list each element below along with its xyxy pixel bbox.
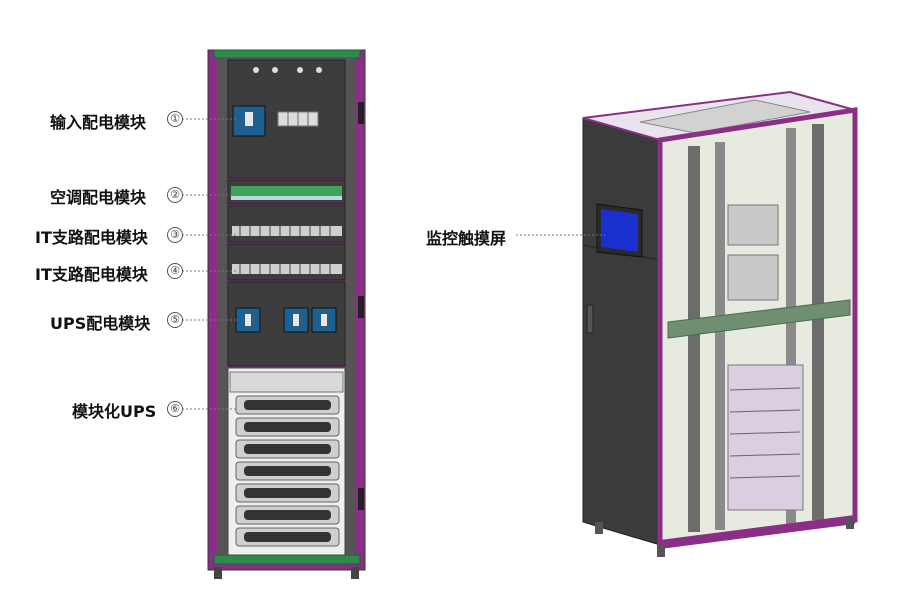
right-cabinet-top-cover <box>639 99 811 134</box>
rack-rail <box>715 142 725 530</box>
callout-label-modular-ups: 模块化UPS <box>72 402 157 421</box>
callout-label-it-branch-2: IT支路配电模块 <box>35 265 148 284</box>
ac-breaker-row-base <box>231 196 342 200</box>
ups-breaker-handle <box>293 314 299 326</box>
internal-component <box>727 204 779 246</box>
left-cabinet-inner-column-left <box>218 58 228 555</box>
left-cabinet-foot-right <box>351 567 359 579</box>
right-cabinet-foot <box>846 517 854 529</box>
left-cabinet-hinge <box>358 296 364 318</box>
callout-label-input-distribution: 输入配电模块 <box>50 113 147 132</box>
callout-label-ups-distribution: UPS配电模块 <box>50 314 151 333</box>
left-cabinet-hinge <box>358 102 364 124</box>
rack-rail <box>688 146 700 532</box>
it-branch-breaker-dividers <box>239 226 331 236</box>
left-cabinet-inner-column-right <box>345 58 355 555</box>
callout-number-5: ⑤ <box>167 312 183 328</box>
it-branch-breaker-row <box>232 226 342 236</box>
callout-number-1: ① <box>167 111 183 127</box>
callout-label-it-branch-1: IT支路配电模块 <box>35 228 148 247</box>
it-branch-breaker-dividers <box>239 264 331 274</box>
callout-number-6: ⑥ <box>167 401 183 417</box>
main-breaker-handle <box>245 112 253 126</box>
right-cabinet-foot <box>595 522 603 534</box>
cable-gland <box>297 67 303 73</box>
side-panel-handle <box>586 304 594 334</box>
right-cabinet <box>582 90 858 557</box>
callout-label-ac-distribution: 空调配电模块 <box>50 188 147 207</box>
internal-ups-slots <box>729 387 801 479</box>
left-cabinet <box>207 49 366 579</box>
callout-number-3: ③ <box>167 227 183 243</box>
ups-breaker <box>311 307 337 333</box>
left-cabinet-top-bar <box>213 49 361 59</box>
left-cabinet-bottom-bar <box>213 554 361 565</box>
internal-component <box>727 254 779 301</box>
internal-ups-area <box>727 364 804 511</box>
left-cabinet-hinge <box>358 488 364 510</box>
it-branch-breaker-row <box>232 264 342 274</box>
ups-breaker-handle <box>245 314 251 326</box>
touchscreen-display <box>601 209 638 252</box>
callout-number-2: ② <box>167 187 183 203</box>
ac-breaker-row <box>231 186 342 196</box>
right-cabinet-base <box>660 515 855 549</box>
ups-power-modules <box>235 395 340 547</box>
right-cabinet-foot <box>657 545 665 557</box>
cross-bar <box>667 299 851 339</box>
ups-breaker-handle <box>321 314 327 326</box>
it-branch-module-1 <box>227 205 346 243</box>
cable-gland <box>272 67 278 73</box>
left-cabinet-foot-left <box>214 567 222 579</box>
callout-number-4: ④ <box>167 263 183 279</box>
rack-rail <box>786 128 796 524</box>
it-branch-module-2 <box>227 243 346 281</box>
rack-rail <box>812 124 824 520</box>
callout-label-touchscreen: 监控触摸屏 <box>426 229 507 248</box>
ups-control-unit <box>229 371 344 393</box>
cable-gland <box>253 67 259 73</box>
right-cabinet-side-panel <box>582 117 661 546</box>
callout-leaders <box>182 118 605 410</box>
cable-gland <box>316 67 322 73</box>
